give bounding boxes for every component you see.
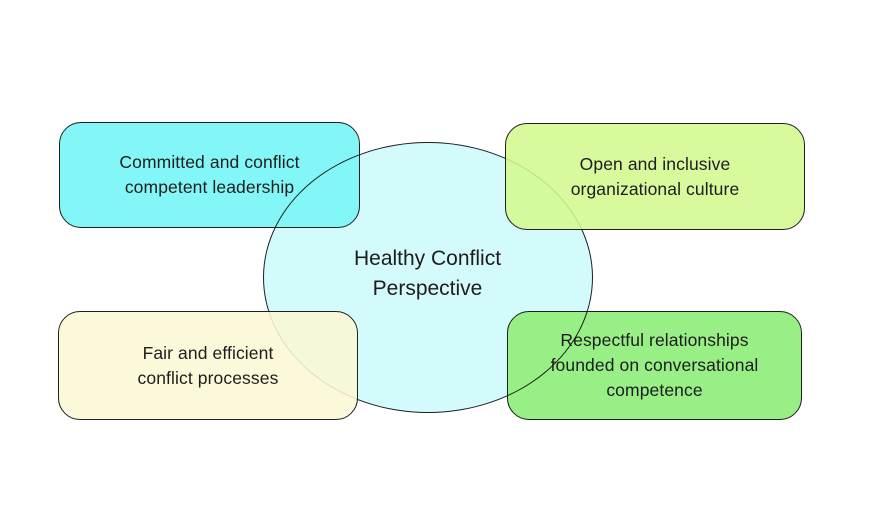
box-label-line: organizational culture: [570, 178, 740, 199]
box-label-line: founded on conversational: [550, 355, 759, 375]
box-label-line: Fair and efficient: [142, 342, 274, 363]
box-committed-leadership: Committed and conflict competent leaders…: [59, 122, 360, 228]
box-label-line: competence: [606, 380, 703, 400]
center-label-line: Healthy Conflict: [353, 247, 502, 270]
box-fair-efficient-processes: Fair and efficient conflict processes: [58, 311, 358, 420]
box-respectful-relationships: Respectful relationships founded on conv…: [507, 311, 802, 420]
center-label-line: Perspective: [372, 277, 483, 300]
box-label-line: Respectful relationships: [560, 330, 749, 350]
box-label-line: Open and inclusive: [579, 153, 731, 174]
box-label-line: competent leadership: [124, 177, 295, 197]
box-label-line: conflict processes: [137, 367, 279, 388]
box-label-line: Committed and conflict: [119, 152, 300, 172]
center-ellipse-label: Healthy Conflict Perspective: [302, 244, 553, 304]
box-open-inclusive-culture: Open and inclusive organizational cultur…: [505, 123, 805, 230]
